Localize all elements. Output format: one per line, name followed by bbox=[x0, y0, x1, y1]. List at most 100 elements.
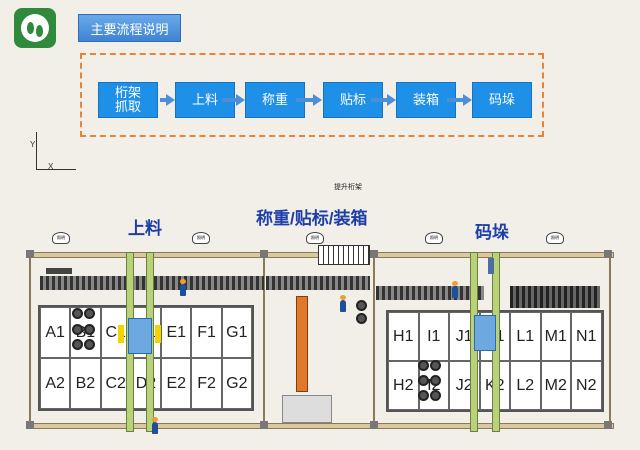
crane-gripper bbox=[118, 325, 124, 343]
frame-post bbox=[604, 250, 612, 258]
bottom-frame-beam bbox=[26, 423, 614, 429]
storage-cell-G1: G1 bbox=[221, 307, 252, 358]
storage-cell-N2: N2 bbox=[571, 361, 602, 410]
app-logo bbox=[14, 8, 56, 48]
packing-machine bbox=[282, 395, 332, 423]
storage-cell-A2: A2 bbox=[40, 358, 71, 409]
zone-label-load: 上料 bbox=[128, 219, 162, 238]
flow-arrow bbox=[296, 98, 313, 102]
arrow-head-icon bbox=[313, 94, 322, 106]
frame-post bbox=[26, 250, 34, 258]
storage-cell-L2: L2 bbox=[510, 361, 541, 410]
storage-cell-G2: G2 bbox=[221, 358, 252, 409]
coil-shape bbox=[418, 390, 429, 401]
mid-roller-conveyor bbox=[266, 276, 370, 290]
frame-post bbox=[260, 421, 268, 429]
operator-icon bbox=[340, 295, 346, 312]
frame-post bbox=[26, 421, 34, 429]
left-feeder bbox=[46, 268, 72, 274]
foot-left-shape bbox=[27, 22, 34, 34]
left-column bbox=[29, 258, 31, 423]
step-label: 贴标 bbox=[323, 82, 383, 118]
coil-shape bbox=[430, 390, 441, 401]
frame-post bbox=[370, 250, 378, 258]
carton-stack bbox=[418, 360, 444, 404]
operator-icon bbox=[452, 281, 458, 298]
step-gantry-pick: 桁架 抓取 bbox=[98, 82, 158, 118]
pallet-conveyor bbox=[510, 286, 600, 308]
step-gantry-pick-label: 桁架 抓取 bbox=[114, 85, 141, 114]
flow-arrow bbox=[371, 98, 387, 102]
flow-container bbox=[80, 53, 544, 137]
step-palletize: 码垛 bbox=[472, 82, 532, 118]
step-weigh: 称重 bbox=[245, 82, 305, 118]
frame-post bbox=[370, 421, 378, 429]
zone-label-palletize: 码垛 bbox=[475, 223, 509, 242]
lamp-icon: 照明 bbox=[546, 232, 564, 244]
flow-arrow bbox=[222, 98, 236, 102]
arrow-head-icon bbox=[463, 94, 472, 106]
arrow-head-icon bbox=[166, 94, 175, 106]
arrow-head-icon bbox=[387, 94, 396, 106]
footprint-icon bbox=[21, 14, 49, 42]
storage-cell-B2: B2 bbox=[70, 358, 101, 409]
coil-shape bbox=[72, 339, 83, 351]
operator-icon bbox=[152, 417, 158, 434]
storage-cell-D2: D2 bbox=[130, 358, 162, 409]
crane-control-box bbox=[488, 258, 494, 274]
coil-stack bbox=[72, 308, 102, 354]
zone-label-weigh-label-pack: 称重/贴标/装箱 bbox=[256, 209, 368, 228]
foot-right-shape bbox=[36, 25, 43, 37]
operator-icon bbox=[180, 279, 186, 296]
lamp-icon: 照明 bbox=[306, 232, 324, 244]
right-gantry-crane[interactable] bbox=[474, 315, 496, 351]
coil-shape bbox=[84, 308, 95, 319]
mid-column-right bbox=[373, 258, 375, 423]
storage-cell-M2: M2 bbox=[540, 361, 571, 410]
lamp-icon: 照明 bbox=[425, 232, 443, 244]
lamp-icon: 照明 bbox=[52, 232, 70, 244]
storage-cell-F2: F2 bbox=[191, 358, 222, 409]
storage-cell-I1: I1 bbox=[418, 312, 449, 361]
storage-cell-M1: M1 bbox=[540, 312, 571, 361]
arrow-head-icon bbox=[236, 94, 245, 106]
flow-arrow bbox=[447, 98, 463, 102]
left-gantry-crane[interactable] bbox=[128, 318, 152, 354]
storage-cell-E2: E2 bbox=[161, 358, 192, 409]
top-note: 提升桁架 bbox=[334, 184, 362, 191]
storage-cell-L1: L1 bbox=[510, 312, 541, 361]
storage-cell-C2: C2 bbox=[100, 358, 131, 409]
flow-arrow bbox=[160, 98, 166, 102]
mid-column-left bbox=[263, 258, 265, 423]
storage-cell-N1: N1 bbox=[571, 312, 602, 361]
lamp-icon: 照明 bbox=[192, 232, 210, 244]
coil-shape bbox=[418, 375, 429, 386]
x-axis-label: X bbox=[48, 162, 54, 171]
coil-shape bbox=[72, 308, 83, 319]
lift-gantry bbox=[318, 245, 370, 265]
storage-cell-F1: F1 bbox=[191, 307, 222, 358]
coil-shape bbox=[356, 300, 367, 311]
right-column bbox=[609, 258, 611, 423]
frame-post bbox=[604, 421, 612, 429]
labeler-units bbox=[356, 300, 370, 330]
y-axis-line bbox=[36, 132, 37, 170]
vertical-conveyor bbox=[296, 296, 308, 392]
storage-cell-H2: H2 bbox=[388, 361, 419, 410]
coil-shape bbox=[430, 360, 441, 371]
coil-shape bbox=[430, 375, 441, 386]
crane-gripper bbox=[155, 325, 161, 343]
right-roller-conveyor bbox=[376, 286, 484, 300]
storage-cell-H1: H1 bbox=[388, 312, 419, 361]
page-title[interactable]: 主要流程说明 bbox=[78, 14, 181, 42]
coil-shape bbox=[72, 323, 83, 335]
coil-shape bbox=[84, 323, 95, 335]
coil-shape bbox=[418, 360, 429, 371]
storage-cell-A1: A1 bbox=[40, 307, 71, 358]
storage-cell-E1: E1 bbox=[161, 307, 192, 358]
y-axis-label: Y bbox=[30, 140, 36, 149]
coil-shape bbox=[84, 339, 95, 351]
x-axis-line bbox=[36, 169, 76, 170]
coil-shape bbox=[356, 313, 367, 324]
frame-post bbox=[260, 250, 268, 258]
